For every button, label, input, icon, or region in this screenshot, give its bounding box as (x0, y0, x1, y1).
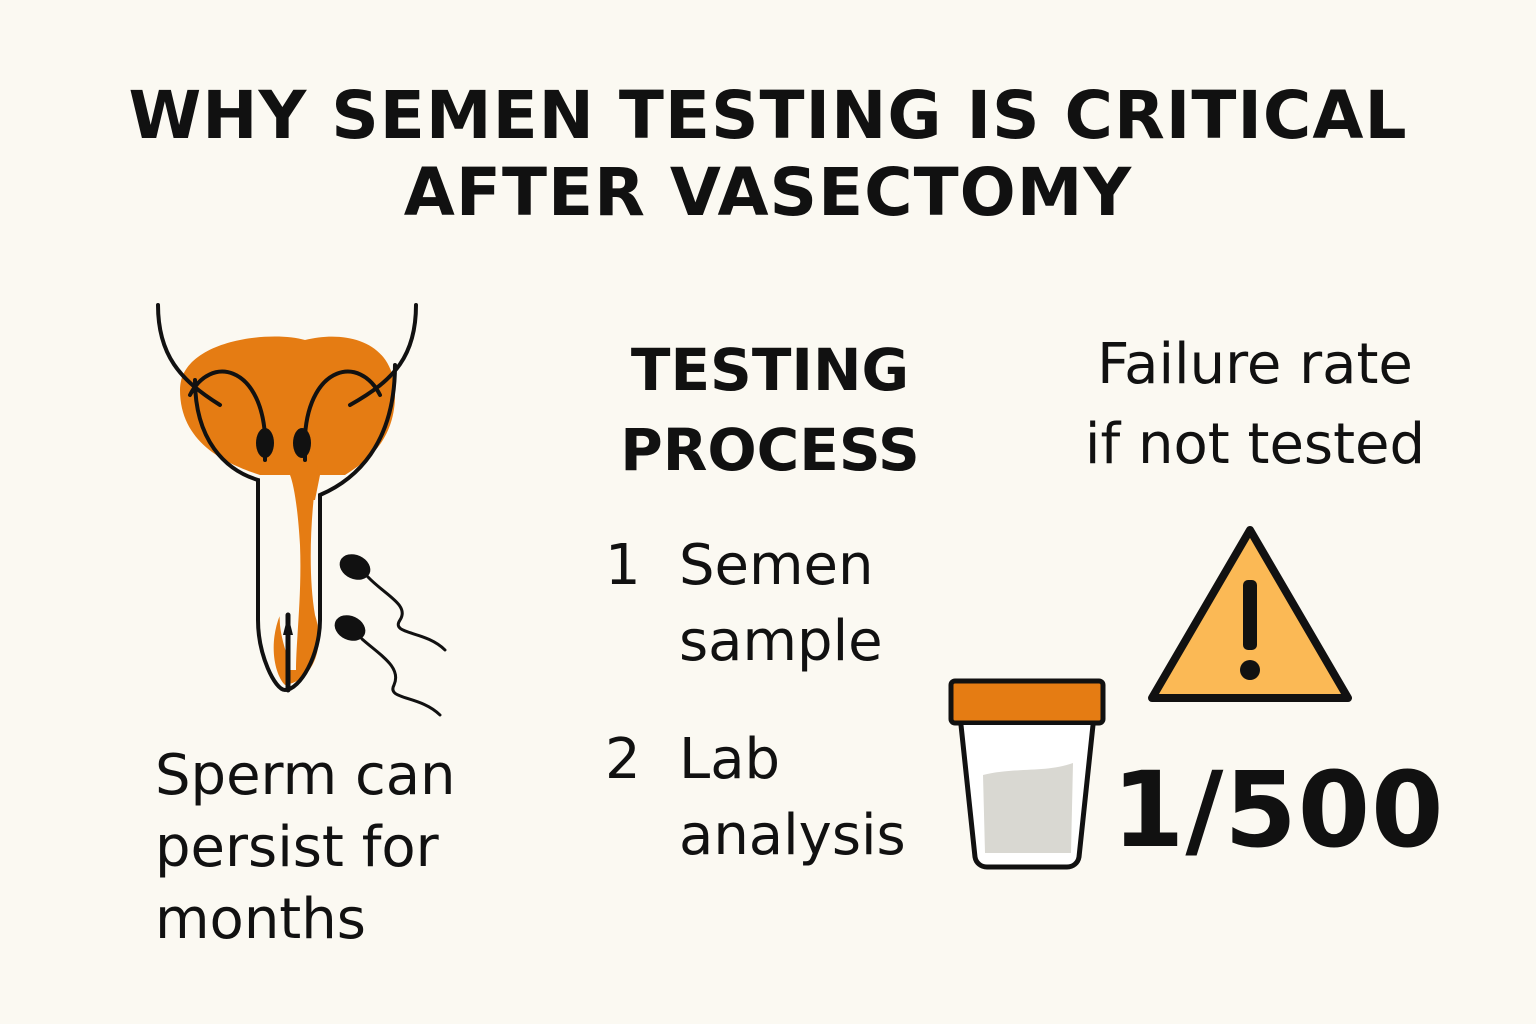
failure-heading-line-1: Failure rate (1097, 332, 1413, 397)
caption-line-3: months (155, 887, 366, 952)
step-text: Semen sample (679, 528, 883, 680)
male-reproductive-anatomy-icon (156, 303, 447, 717)
process-heading-line-1: TESTING (630, 336, 910, 404)
testing-process-heading: TESTING PROCESS (600, 330, 940, 490)
failure-rate-heading: Failure rate if not tested (1055, 325, 1455, 485)
title-line-2: AFTER VASECTOMY (403, 153, 1133, 231)
process-step: 1 Semen sample (605, 528, 883, 680)
sperm-icon (339, 554, 447, 652)
persistence-caption: Sperm can persist for months (155, 740, 555, 956)
sperm-icon (334, 615, 442, 717)
step-number: 1 (605, 533, 641, 598)
failure-heading-line-2: if not tested (1084, 412, 1426, 477)
step-text-line: analysis (679, 803, 906, 868)
step-number: 2 (605, 727, 641, 792)
title-line-1: WHY SEMEN TESTING IS CRITICAL (128, 77, 1408, 154)
process-step: 2 Lab analysis (605, 722, 906, 874)
process-heading-line-2: PROCESS (620, 416, 920, 484)
step-text-line: Lab (679, 727, 781, 792)
step-text-line: sample (679, 609, 883, 674)
warning-triangle-icon (1148, 526, 1352, 702)
caption-line-1: Sperm can (155, 743, 456, 808)
step-text: Lab analysis (679, 722, 906, 874)
caption-line-2: persist for (155, 815, 439, 880)
specimen-cup-icon (948, 678, 1106, 870)
failure-rate-value: 1/500 (1112, 749, 1445, 871)
page-title: WHY SEMEN TESTING IS CRITICAL AFTER VASE… (0, 77, 1536, 231)
step-text-line: Semen (679, 533, 874, 598)
